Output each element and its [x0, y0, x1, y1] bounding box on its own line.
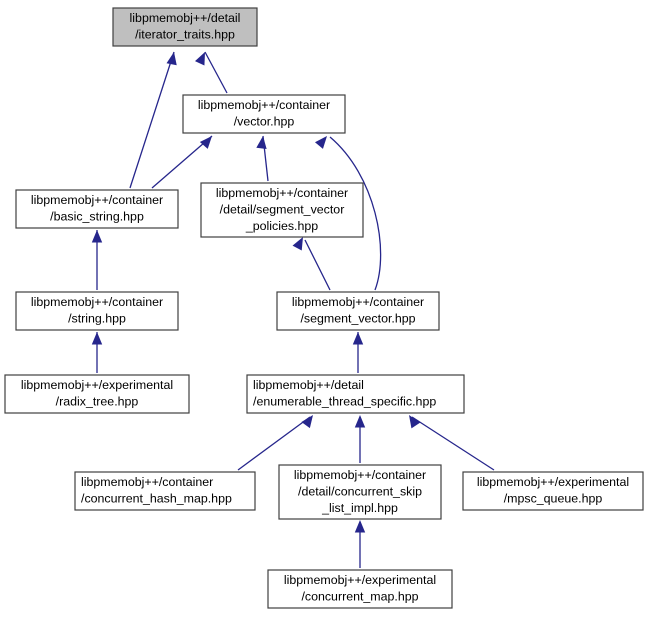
- edge-string-to-basic_string: [91, 230, 103, 290]
- edge-segment_vector-to-vector: [314, 136, 382, 291]
- node-label-line: libpmemobj++/container: [198, 98, 330, 112]
- edge-line: [304, 239, 331, 291]
- edge-mpsc_queue-to-enumerable_thread_specific: [409, 415, 495, 471]
- node-label-line: /concurrent_hash_map.hpp: [81, 492, 232, 506]
- graph-node-iterator_traits[interactable]: libpmemobj++/detail/iterator_traits.hppl…: [112, 7, 258, 47]
- edge-basic_string-to-iterator_traits: [129, 51, 177, 189]
- node-box[interactable]: [462, 471, 644, 511]
- edge-line: [411, 416, 495, 471]
- graph-node-enumerable_thread_specific[interactable]: libpmemobj++/detail/enumerable_thread_sp…: [246, 374, 465, 414]
- edge-arrowhead: [301, 415, 313, 429]
- edge-vector-to-iterator_traits: [195, 51, 228, 94]
- edge-radix_tree-to-string: [91, 332, 103, 373]
- node-label-line: libpmemobj++/detail: [253, 378, 364, 392]
- edge-arrowhead: [409, 415, 421, 429]
- node-box[interactable]: [15, 291, 179, 331]
- node-label-line: libpmemobj++/container: [292, 295, 424, 309]
- graph-node-segment_vector[interactable]: libpmemobj++/container/segment_vector.hp…: [276, 291, 440, 331]
- edge-line: [329, 136, 382, 291]
- node-box[interactable]: [4, 374, 190, 414]
- node-label-line: /iterator_traits.hpp: [135, 28, 235, 42]
- node-label-line: libpmemobj++/container: [31, 295, 163, 309]
- node-label-line: libpmemobj++/experimental: [477, 475, 629, 489]
- node-label-line: /string.hpp: [68, 312, 126, 326]
- edge-concurrent_hash_map-to-enumerable_thread_specific: [237, 415, 313, 471]
- node-box[interactable]: [278, 464, 442, 520]
- edge-arrowhead: [292, 237, 303, 251]
- graph-node-vector[interactable]: libpmemobj++/container/vector.hpplibpmem…: [182, 94, 346, 134]
- node-label-line: /detail/segment_vector: [220, 202, 345, 216]
- edge-segment_vector-to-segment_vector_policies: [292, 237, 331, 291]
- graph-node-radix_tree[interactable]: libpmemobj++/experimental/radix_tree.hpp…: [4, 374, 190, 414]
- node-box[interactable]: [74, 471, 256, 511]
- node-label-line: libpmemobj++/container: [81, 475, 213, 489]
- node-box[interactable]: [182, 94, 346, 134]
- edge-line: [237, 416, 311, 471]
- node-label-line: /basic_string.hpp: [50, 210, 144, 224]
- node-label-line: libpmemobj++/experimental: [21, 378, 173, 392]
- edge-line: [129, 51, 175, 189]
- graph-node-basic_string[interactable]: libpmemobj++/container/basic_string.hppl…: [15, 189, 179, 229]
- node-label-line: libpmemobj++/container: [31, 193, 163, 207]
- node-box[interactable]: [276, 291, 440, 331]
- node-box[interactable]: [200, 182, 364, 238]
- edge-arrowhead: [352, 332, 364, 345]
- edge-concurrent_skip_list_impl-to-enumerable_thread_specific: [354, 415, 366, 463]
- nodes-layer: libpmemobj++/detail/iterator_traits.hppl…: [4, 7, 644, 609]
- edge-arrowhead: [166, 52, 177, 66]
- edge-arrowhead: [91, 332, 103, 345]
- node-label-line: /segment_vector.hpp: [300, 312, 415, 326]
- node-label-line: /detail/concurrent_skip: [298, 484, 422, 498]
- node-label-line: libpmemobj++/container: [216, 186, 348, 200]
- edge-line: [204, 51, 228, 94]
- edge-enumerable_thread_specific-to-segment_vector: [352, 332, 364, 373]
- node-label-line: _policies.hpp: [245, 219, 318, 233]
- node-box[interactable]: [246, 374, 465, 414]
- node-label-line: /enumerable_thread_specific.hpp: [253, 395, 436, 409]
- edge-line: [151, 135, 213, 189]
- node-label-line: /vector.hpp: [234, 115, 295, 129]
- edge-arrowhead: [256, 136, 267, 150]
- node-label-line: _list_impl.hpp: [321, 501, 398, 515]
- edge-arrowhead: [199, 136, 212, 149]
- node-box[interactable]: [112, 7, 258, 47]
- edge-segment_vector_policies-to-vector: [256, 135, 269, 182]
- edge-arrowhead: [314, 136, 327, 149]
- node-box[interactable]: [267, 569, 453, 609]
- node-box[interactable]: [15, 189, 179, 229]
- edges-layer: [91, 51, 495, 568]
- node-label-line: libpmemobj++/container: [294, 468, 426, 482]
- edge-arrowhead: [354, 520, 366, 533]
- graph-node-concurrent_skip_list_impl[interactable]: libpmemobj++/container/detail/concurrent…: [278, 464, 442, 520]
- edge-basic_string-to-vector: [151, 135, 213, 189]
- node-label-line: /radix_tree.hpp: [56, 395, 139, 409]
- node-label-line: /concurrent_map.hpp: [301, 590, 418, 604]
- edge-concurrent_map-to-concurrent_skip_list_impl: [354, 520, 366, 568]
- graph-node-string[interactable]: libpmemobj++/container/string.hpplibpmem…: [15, 291, 179, 331]
- node-label-line: libpmemobj++/experimental: [284, 573, 436, 587]
- graph-node-segment_vector_policies[interactable]: libpmemobj++/container/detail/segment_ve…: [200, 182, 364, 238]
- edge-arrowhead: [195, 52, 205, 66]
- graph-node-mpsc_queue[interactable]: libpmemobj++/experimental/mpsc_queue.hpp…: [462, 471, 644, 511]
- node-label-line: /mpsc_queue.hpp: [504, 492, 603, 506]
- graph-node-concurrent_hash_map[interactable]: libpmemobj++/container/concurrent_hash_m…: [74, 471, 256, 511]
- node-label-line: libpmemobj++/detail: [130, 11, 241, 25]
- edge-arrowhead: [354, 415, 366, 428]
- edge-arrowhead: [91, 230, 103, 243]
- graph-node-concurrent_map[interactable]: libpmemobj++/experimental/concurrent_map…: [267, 569, 453, 609]
